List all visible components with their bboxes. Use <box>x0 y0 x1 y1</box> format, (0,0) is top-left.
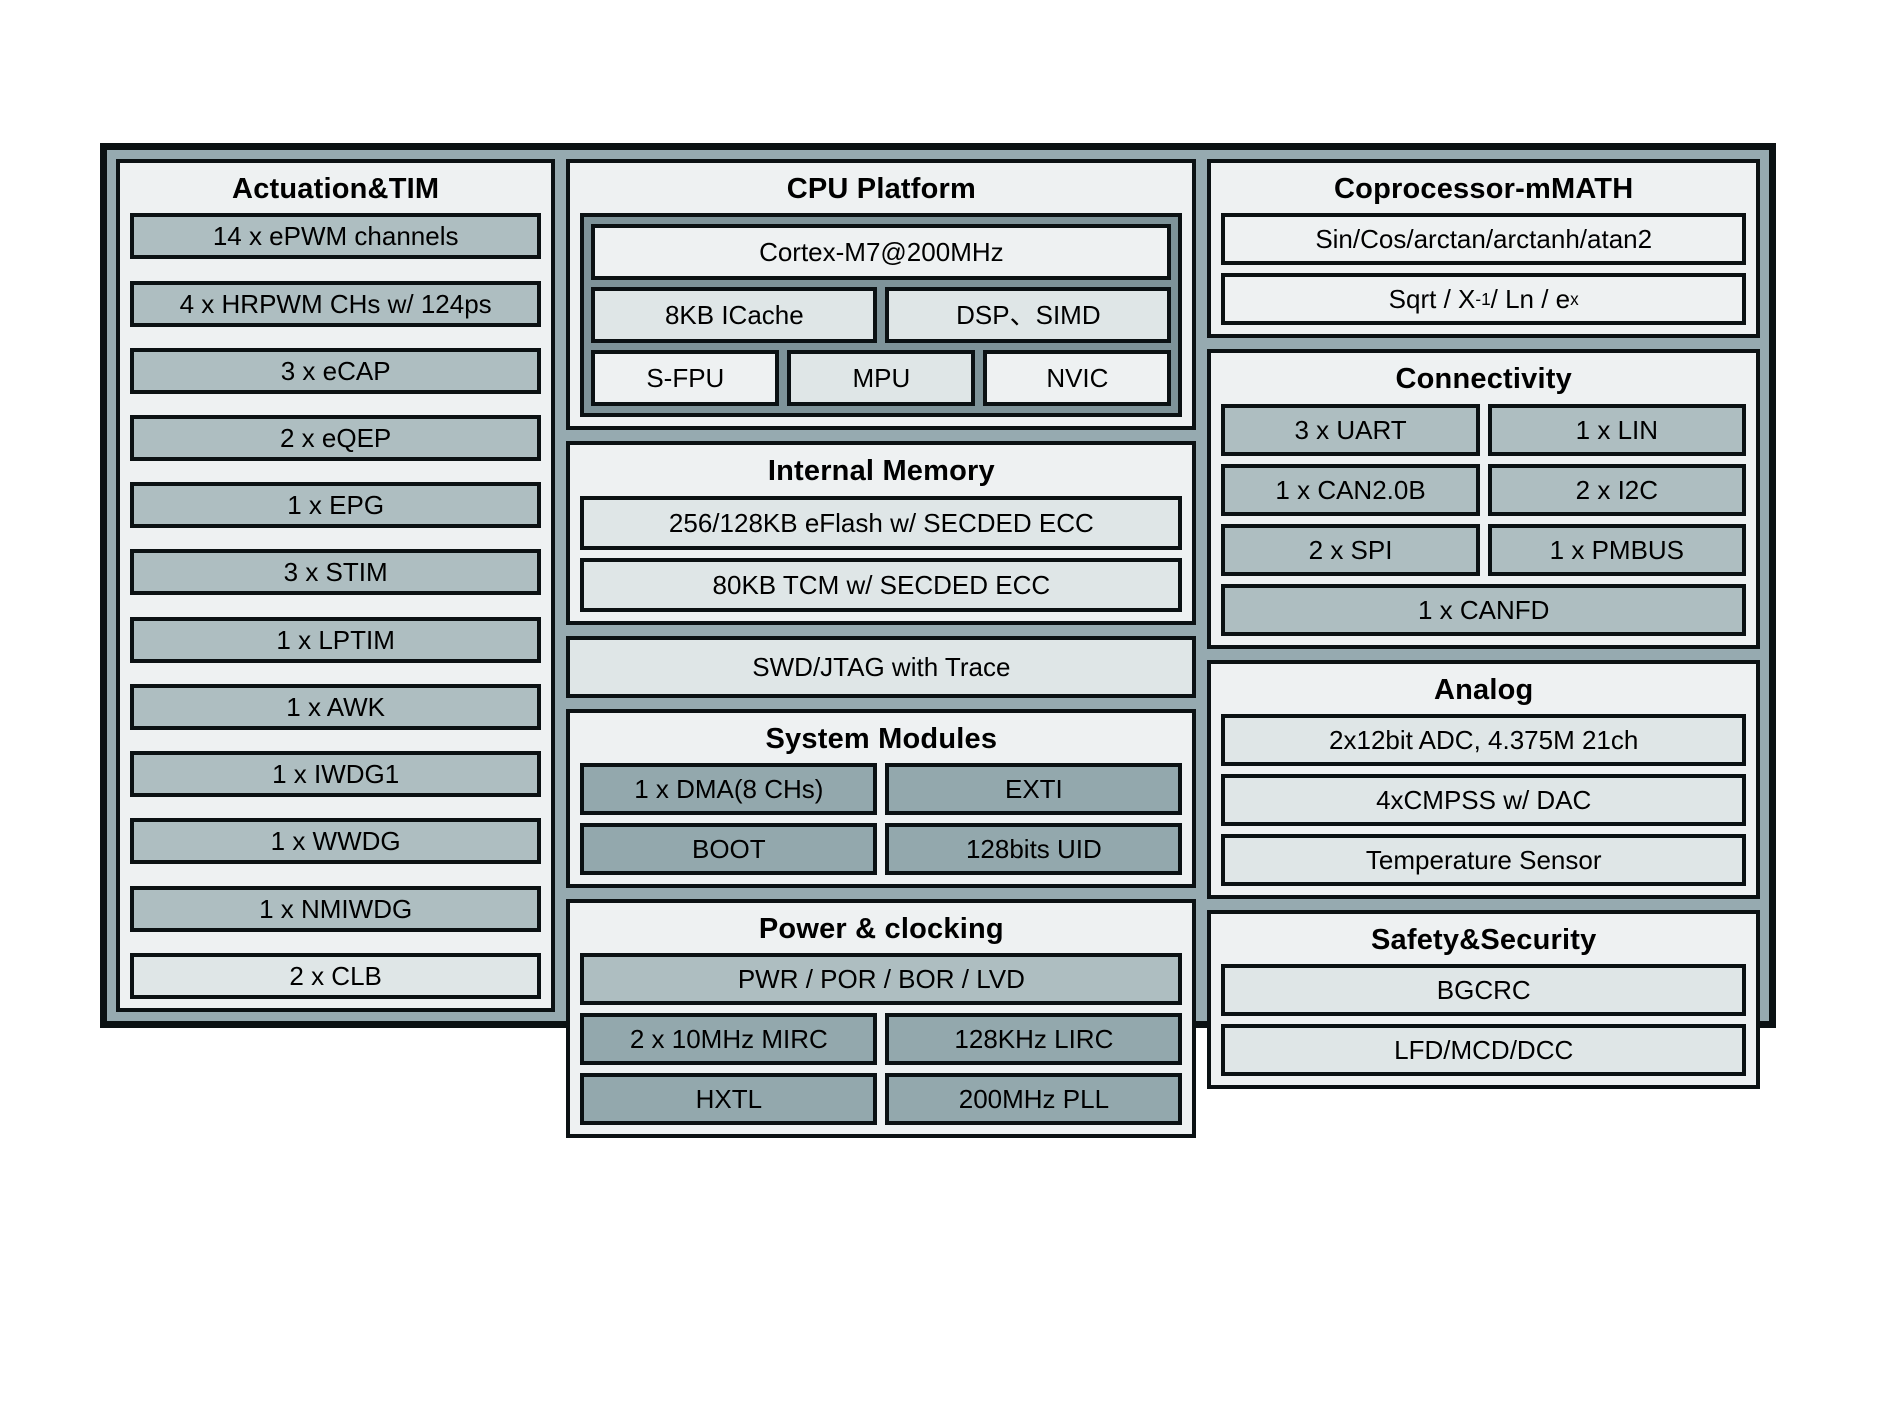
cell-lfd-mcd-dcc[interactable]: LFD/MCD/DCC <box>1221 1024 1746 1077</box>
cell-lirc[interactable]: 128KHz LIRC <box>885 1013 1183 1066</box>
panel-power-clocking: Power & clocking PWR / POR / BOR / LVD 2… <box>566 898 1197 1139</box>
cell-mirc[interactable]: 2 x 10MHz MIRC <box>580 1013 878 1066</box>
panel-title-system-modules: System Modules <box>765 722 998 755</box>
panel-title-internal-memory: Internal Memory <box>767 455 995 488</box>
cell-temperature-sensor[interactable]: Temperature Sensor <box>1221 833 1746 886</box>
cell-icache[interactable]: 8KB ICache <box>591 287 878 344</box>
panel-title-analog: Analog <box>1433 673 1534 706</box>
cell-spi[interactable]: 2 x SPI <box>1221 523 1480 576</box>
power-row-two: HXTL 200MHz PLL <box>580 1073 1183 1126</box>
cpu-core-frame: Cortex-M7@200MHz 8KB ICache DSP、SIMD S-F… <box>580 213 1183 418</box>
cell-mpu[interactable]: MPU <box>787 350 976 407</box>
cell-adc[interactable]: 2x12bit ADC, 4.375M 21ch <box>1221 713 1746 766</box>
panel-safety-security: Safety&Security BGCRC LFD/MCD/DCC <box>1207 909 1760 1090</box>
panel-system-modules: System Modules 1 x DMA(8 CHs) EXTI BOOT … <box>566 708 1197 888</box>
cell-can20b[interactable]: 1 x CAN2.0B <box>1221 463 1480 516</box>
cell-nmiwdg[interactable]: 1 x NMIWDG <box>130 885 542 932</box>
cell-bgcrc[interactable]: BGCRC <box>1221 964 1746 1017</box>
power-grid: PWR / POR / BOR / LVD 2 x 10MHz MIRC 128… <box>580 953 1183 1126</box>
system-modules-grid: 1 x DMA(8 CHs) EXTI BOOT 128bits UID <box>580 762 1183 875</box>
cell-pmbus[interactable]: 1 x PMBUS <box>1487 523 1746 576</box>
cell-cmpss[interactable]: 4xCMPSS w/ DAC <box>1221 773 1746 826</box>
panel-analog: Analog 2x12bit ADC, 4.375M 21ch 4xCMPSS … <box>1207 659 1760 899</box>
cell-nvic[interactable]: NVIC <box>983 350 1172 407</box>
right-column: Coprocessor-mMATH Sin/Cos/arctan/arctanh… <box>1207 159 1760 1090</box>
cell-clb[interactable]: 2 x CLB <box>130 952 542 999</box>
cell-swd-jtag[interactable]: SWD/JTAG with Trace <box>570 639 1193 694</box>
cell-awk[interactable]: 1 x AWK <box>130 683 542 730</box>
cell-trig-functions[interactable]: Sin/Cos/arctan/arctanh/atan2 <box>1221 213 1746 266</box>
formula-middle: / Ln / e <box>1490 284 1571 315</box>
cell-i2c[interactable]: 2 x I2C <box>1487 463 1746 516</box>
panel-title-actuation: Actuation&TIM <box>232 173 440 205</box>
cell-wwdg[interactable]: 1 x WWDG <box>130 818 542 865</box>
panel-title-power-clocking: Power & clocking <box>758 912 1004 945</box>
formula-prefix: Sqrt / X <box>1388 284 1476 315</box>
cell-sfpu[interactable]: S-FPU <box>591 350 780 407</box>
cell-eflash[interactable]: 256/128KB eFlash w/ SECDED ECC <box>580 495 1183 550</box>
panel-debug: SWD/JTAG with Trace <box>566 635 1197 698</box>
cell-stim[interactable]: 3 x STIM <box>130 549 542 596</box>
conn-row-two: 1 x CAN2.0B 2 x I2C <box>1221 463 1746 516</box>
conn-row-three: 2 x SPI 1 x PMBUS <box>1221 523 1746 576</box>
cell-canfd[interactable]: 1 x CANFD <box>1221 583 1746 636</box>
cell-iwdg1[interactable]: 1 x IWDG1 <box>130 751 542 798</box>
panel-title-safety-security: Safety&Security <box>1370 923 1597 956</box>
panel-actuation-tim: Actuation&TIM 14 x ePWM channels 4 x HRP… <box>116 159 556 1012</box>
connectivity-grid: 3 x UART 1 x LIN 1 x CAN2.0B 2 x I2C 2 x… <box>1221 403 1746 636</box>
cell-ecap[interactable]: 3 x eCAP <box>130 347 542 394</box>
coprocessor-item-list: Sin/Cos/arctan/arctanh/atan2 Sqrt / X-1 … <box>1221 213 1746 326</box>
safety-item-list: BGCRC LFD/MCD/DCC <box>1221 964 1746 1077</box>
cell-dma[interactable]: 1 x DMA(8 CHs) <box>580 762 878 815</box>
panel-cpu-platform: CPU Platform Cortex-M7@200MHz 8KB ICache… <box>566 159 1197 431</box>
panel-connectivity: Connectivity 3 x UART 1 x LIN 1 x CAN2.0… <box>1207 349 1760 649</box>
sysmod-row-one: 1 x DMA(8 CHs) EXTI <box>580 762 1183 815</box>
panel-internal-memory: Internal Memory 256/128KB eFlash w/ SECD… <box>566 441 1197 625</box>
cpu-row-two: 8KB ICache DSP、SIMD <box>591 287 1172 344</box>
cell-lptim[interactable]: 1 x LPTIM <box>130 616 542 663</box>
chip-block-diagram: Actuation&TIM 14 x ePWM channels 4 x HRP… <box>100 143 1776 1139</box>
cell-exti[interactable]: EXTI <box>885 762 1183 815</box>
cell-uart[interactable]: 3 x UART <box>1221 403 1480 456</box>
left-column: Actuation&TIM 14 x ePWM channels 4 x HRP… <box>116 159 556 1012</box>
cell-eqep[interactable]: 2 x eQEP <box>130 414 542 461</box>
panel-title-cpu-platform: CPU Platform <box>786 173 977 205</box>
cell-tcm[interactable]: 80KB TCM w/ SECDED ECC <box>580 557 1183 612</box>
panel-title-coprocessor: Coprocessor-mMATH <box>1334 173 1634 205</box>
conn-row-one: 3 x UART 1 x LIN <box>1221 403 1746 456</box>
cell-pwr-por-bor-lvd[interactable]: PWR / POR / BOR / LVD <box>580 953 1183 1006</box>
cell-boot[interactable]: BOOT <box>580 822 878 875</box>
cell-lin[interactable]: 1 x LIN <box>1487 403 1746 456</box>
cell-epwm[interactable]: 14 x ePWM channels <box>130 213 542 260</box>
center-column: CPU Platform Cortex-M7@200MHz 8KB ICache… <box>566 159 1197 1139</box>
cell-epg[interactable]: 1 x EPG <box>130 482 542 529</box>
cell-hxtl[interactable]: HXTL <box>580 1073 878 1126</box>
cell-uid[interactable]: 128bits UID <box>885 822 1183 875</box>
cell-hrpwm[interactable]: 4 x HRPWM CHs w/ 124ps <box>130 280 542 327</box>
memory-item-list: 256/128KB eFlash w/ SECDED ECC 80KB TCM … <box>580 495 1183 612</box>
power-row-one: 2 x 10MHz MIRC 128KHz LIRC <box>580 1013 1183 1066</box>
cpu-row-three: S-FPU MPU NVIC <box>591 350 1172 407</box>
sysmod-row-two: BOOT 128bits UID <box>580 822 1183 875</box>
analog-item-list: 2x12bit ADC, 4.375M 21ch 4xCMPSS w/ DAC … <box>1221 713 1746 886</box>
cell-pll[interactable]: 200MHz PLL <box>885 1073 1183 1126</box>
cell-cortex-m7[interactable]: Cortex-M7@200MHz <box>591 224 1172 281</box>
actuation-item-list: 14 x ePWM channels 4 x HRPWM CHs w/ 124p… <box>130 213 542 999</box>
panel-title-connectivity: Connectivity <box>1395 363 1572 396</box>
panel-coprocessor-mmath: Coprocessor-mMATH Sin/Cos/arctan/arctanh… <box>1207 159 1760 339</box>
cell-dsp-simd[interactable]: DSP、SIMD <box>885 287 1172 344</box>
